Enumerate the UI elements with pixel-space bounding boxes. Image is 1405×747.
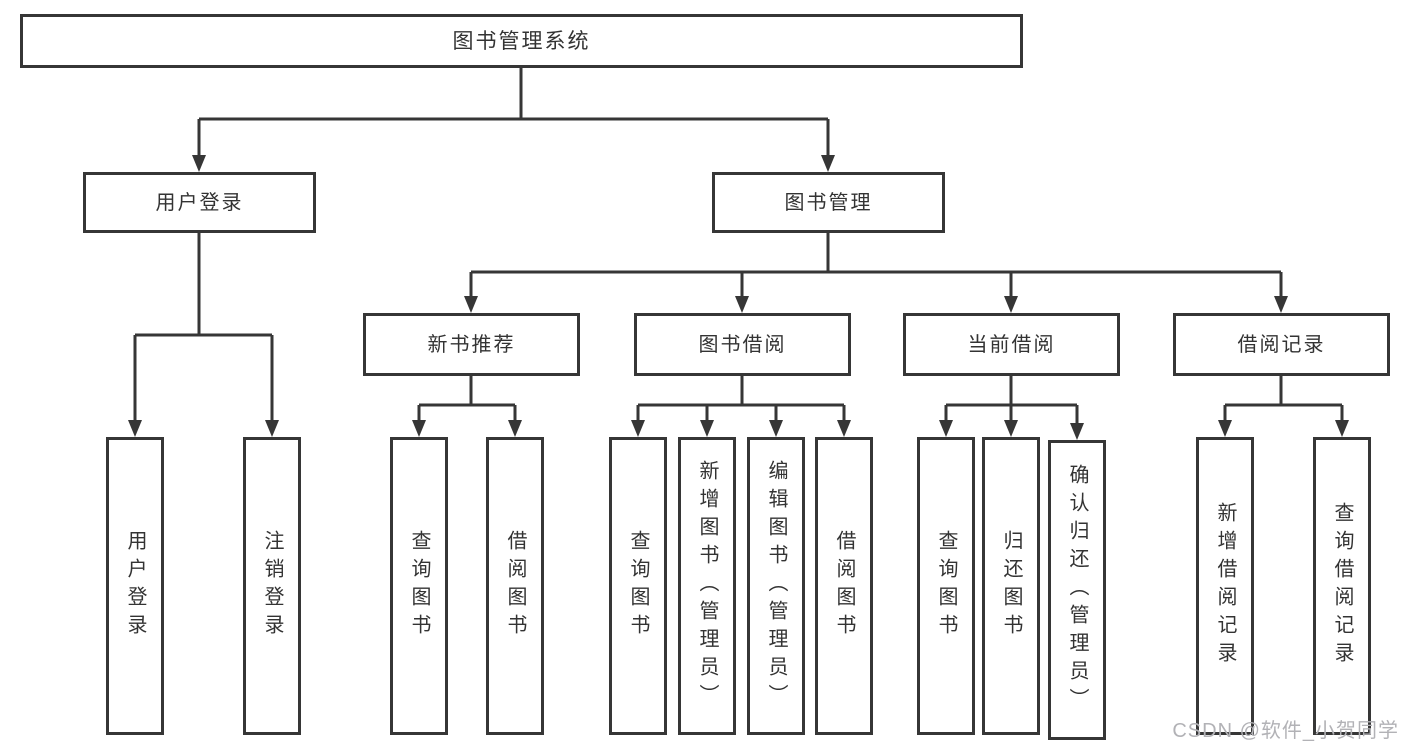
node-add-borrow-record: 新增借阅记录: [1196, 437, 1254, 735]
node-query-books-recommend: 查询图书: [390, 437, 448, 735]
connector-book-borrow-to-leaves: [631, 376, 851, 437]
connector-user-login-to-leaves: [128, 233, 279, 437]
node-return-books: 归还图书: [982, 437, 1040, 735]
connector-new-book-to-leaves: [412, 376, 522, 437]
connector-current-borrow-to-leaves: [939, 376, 1084, 440]
node-borrow-books-borrow: 借阅图书: [815, 437, 873, 735]
connector-book-management-to-level3: [464, 233, 1288, 313]
node-book-management: 图书管理: [712, 172, 945, 233]
connector-root-to-level2: [192, 68, 835, 172]
node-confirm-return-admin: 确认归还（管理员）: [1048, 440, 1106, 740]
node-add-book-admin: 新增图书（管理员）: [678, 437, 736, 735]
watermark: CSDN @软件_小贺同学: [1172, 720, 1399, 742]
node-borrow-books-recommend: 借阅图书: [486, 437, 544, 735]
node-edit-book-admin: 编辑图书（管理员）: [747, 437, 805, 735]
connector-borrow-records-to-leaves: [1218, 376, 1349, 437]
node-query-books-current: 查询图书: [917, 437, 975, 735]
node-new-book-recommend: 新书推荐: [363, 313, 580, 376]
node-current-borrow: 当前借阅: [903, 313, 1120, 376]
node-root: 图书管理系统: [20, 14, 1023, 68]
node-user-login-group: 用户登录: [83, 172, 316, 233]
node-book-borrow: 图书借阅: [634, 313, 851, 376]
node-query-borrow-record: 查询借阅记录: [1313, 437, 1371, 735]
node-user-login: 用户登录: [106, 437, 164, 735]
node-logout: 注销登录: [243, 437, 301, 735]
node-borrow-records: 借阅记录: [1173, 313, 1390, 376]
node-query-books-borrow: 查询图书: [609, 437, 667, 735]
